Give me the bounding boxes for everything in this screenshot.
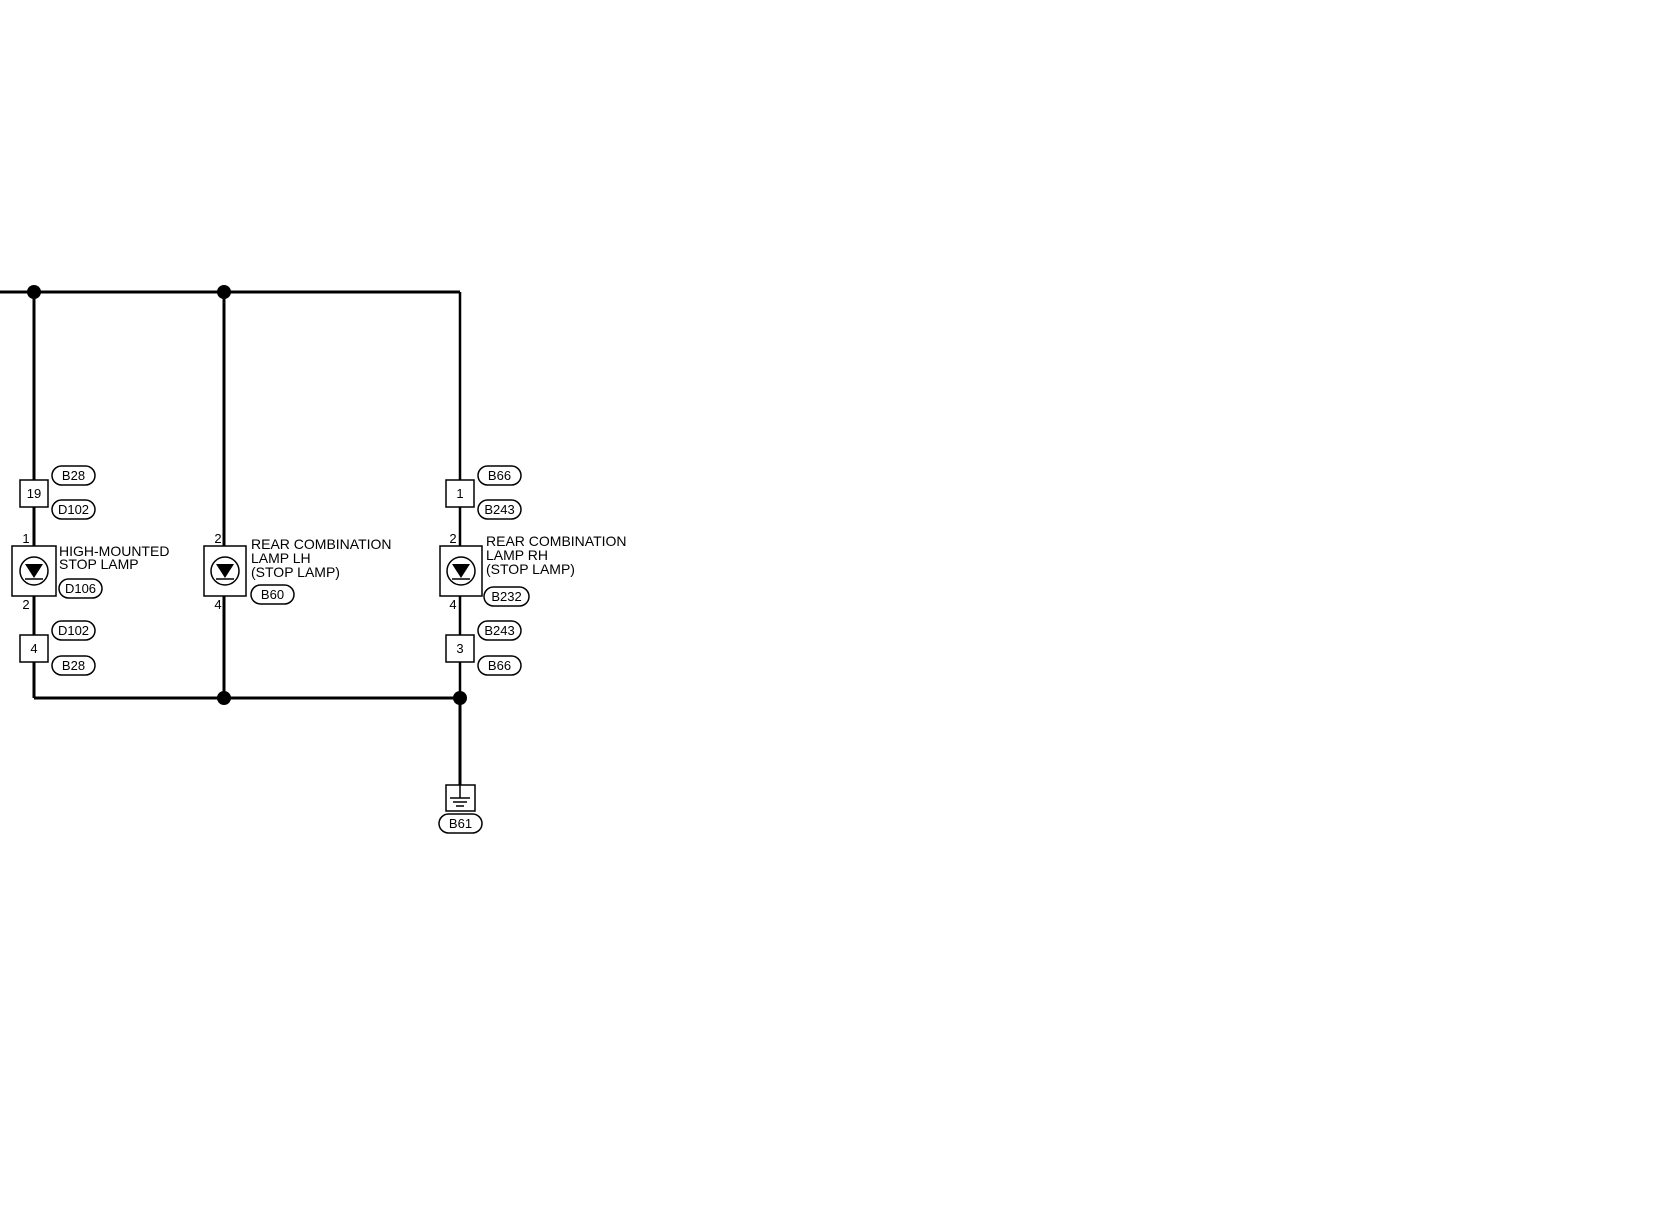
ground-point: B61 (438, 784, 483, 834)
pin-number: 4 (449, 597, 456, 612)
connector-label: B60 (261, 587, 284, 602)
terminal-number: 4 (30, 641, 37, 656)
bulb-icon (446, 556, 476, 586)
terminal-number: 19 (27, 486, 41, 501)
connector-pill (477, 465, 522, 486)
diode-icon (216, 564, 234, 578)
connector-pill (51, 465, 96, 486)
splice-dot (27, 285, 41, 299)
connector-label: B28 (62, 468, 85, 483)
component-label: HIGH-MOUNTED (59, 543, 169, 559)
pin-number: 2 (214, 531, 221, 546)
junction-right-bottom: B243 3 B66 (445, 620, 522, 676)
bulb-icon (210, 556, 240, 586)
connector-label: B243 (484, 502, 514, 517)
bulb-icon (19, 556, 49, 586)
component-label: REAR COMBINATION (486, 533, 627, 549)
terminal-number: 1 (456, 486, 463, 501)
connector-label: B66 (488, 658, 511, 673)
splice-dot (453, 691, 467, 705)
splice-dot (217, 285, 231, 299)
terminal-box (445, 479, 475, 508)
terminal-box (19, 634, 49, 663)
connector-label: D102 (58, 502, 89, 517)
connector-label: B243 (484, 623, 514, 638)
rear-combination-lamp-rh: 2 4 REAR COMBINATION LAMP RH (STOP LAMP)… (439, 531, 627, 612)
terminal-number: 3 (456, 641, 463, 656)
component-label: REAR COMBINATION (251, 536, 392, 552)
connector-pill (51, 620, 96, 641)
junction-right-top: B66 1 B243 (445, 465, 522, 520)
connector-pill (438, 813, 483, 834)
splice-dot (217, 691, 231, 705)
terminal-box (445, 634, 475, 663)
connector-pill (477, 655, 522, 676)
terminal-box (19, 479, 49, 508)
junction-left-bottom: D102 4 B28 (19, 620, 96, 676)
component-label: (STOP LAMP) (486, 561, 575, 577)
ground-icon (450, 785, 470, 807)
connector-pill (483, 586, 530, 607)
connector-pill (51, 499, 96, 520)
connector-label: D106 (65, 581, 96, 596)
pin-number: 1 (22, 531, 29, 546)
rear-combination-lamp-lh: 2 4 REAR COMBINATION LAMP LH (STOP LAMP)… (203, 531, 392, 612)
connector-label: B66 (488, 468, 511, 483)
connector-label: B61 (449, 816, 472, 831)
high-mounted-stop-lamp: 1 2 HIGH-MOUNTED STOP LAMP D106 (11, 531, 169, 612)
connector-pill (51, 655, 96, 676)
connector-pill (477, 499, 522, 520)
component-label: LAMP LH (251, 550, 311, 566)
connector-label: B28 (62, 658, 85, 673)
component-label: STOP LAMP (59, 556, 139, 572)
splice-points (27, 285, 467, 705)
connector-pill (477, 620, 522, 641)
diode-icon (452, 564, 470, 578)
connector-label: D102 (58, 623, 89, 638)
pin-number: 2 (22, 597, 29, 612)
diode-icon (25, 564, 43, 578)
junction-left-top: 19 B28 D102 (19, 465, 96, 520)
component-label: LAMP RH (486, 547, 548, 563)
pin-number: 4 (214, 597, 221, 612)
connector-label: B232 (491, 589, 521, 604)
component-label: (STOP LAMP) (251, 564, 340, 580)
pin-number: 2 (449, 531, 456, 546)
connector-pill (250, 584, 295, 605)
connector-pill (58, 578, 103, 599)
